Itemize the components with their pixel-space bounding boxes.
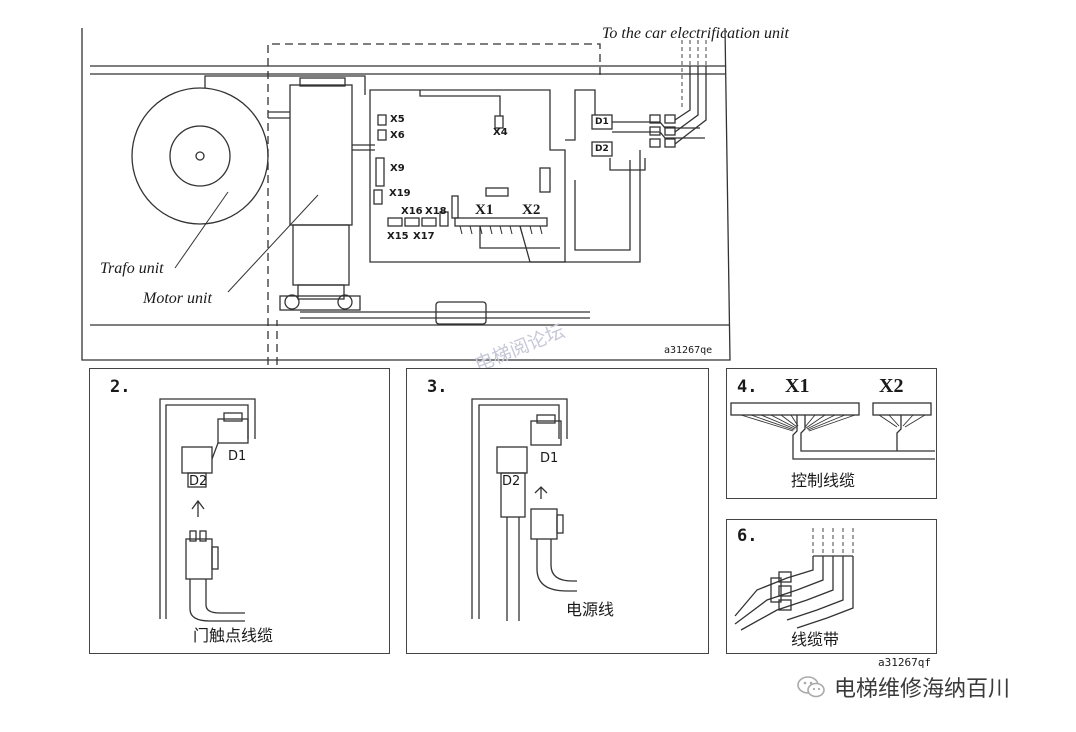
- connector-x9-label: X9: [390, 163, 405, 174]
- panel-4-x1-label: X1: [785, 375, 810, 397]
- ref-code-main: a31267qe: [664, 345, 713, 356]
- ref-code-secondary: a31267qf: [878, 656, 931, 669]
- car-electrification-label: To the car electrification unit: [602, 25, 789, 42]
- panel-4-number: 4.: [737, 377, 758, 397]
- connector-x19-label: X19: [389, 188, 411, 199]
- panel-6: 6. 线缆带: [726, 519, 937, 654]
- panel-6-caption: 线缆带: [791, 630, 840, 649]
- brand-watermark-text: 电梯维修海纳百川: [834, 677, 1011, 702]
- panel-2-d1-label: D1: [228, 449, 247, 464]
- panel-6-number: 6.: [737, 526, 758, 546]
- wechat-icon: [797, 676, 825, 698]
- panel-2: 2. D1 D2 门触点线缆: [89, 368, 390, 654]
- panel-2-d2-label: D2: [189, 474, 208, 489]
- panel-3-caption: 电源线: [566, 600, 615, 619]
- connector-x17-label: X17: [413, 231, 435, 242]
- panel-6-drawing: [734, 528, 854, 631]
- connector-x4-label: X4: [493, 127, 508, 138]
- panel-3: 3. D1 D2 电源线: [406, 368, 709, 654]
- panel-2-drawing: [159, 398, 256, 622]
- connector-d1-label: D1: [595, 117, 609, 127]
- connector-d2-label: D2: [595, 144, 609, 154]
- connector-x18-label: X18: [425, 206, 447, 217]
- panel-4-drawing: [730, 402, 935, 460]
- brand-watermark: 电梯维修海纳百川: [796, 672, 1010, 702]
- connector-x15-label: X15: [387, 231, 409, 242]
- main-diagram: [81, 27, 731, 365]
- connector-x1-label: X1: [475, 202, 494, 218]
- panel-2-number: 2.: [110, 377, 131, 397]
- panel-3-drawing: [471, 398, 577, 621]
- connector-x2-label: X2: [522, 202, 541, 218]
- connector-x6-label: X6: [390, 130, 405, 141]
- panel-4-x2-label: X2: [879, 375, 904, 397]
- panel-3-number: 3.: [427, 377, 448, 397]
- panel-4: 4. X1 X2 控制线缆: [726, 368, 937, 499]
- panel-3-d2-label: D2: [502, 474, 521, 489]
- connector-x5-label: X5: [390, 114, 405, 125]
- panel-2-caption: 门触点线缆: [193, 626, 274, 645]
- panel-4-caption: 控制线缆: [791, 471, 856, 490]
- panel-3-d1-label: D1: [540, 451, 559, 466]
- trafo-unit-label: Trafo unit: [100, 260, 164, 277]
- connector-x16-label: X16: [401, 206, 423, 217]
- motor-unit-label: Motor unit: [143, 290, 212, 307]
